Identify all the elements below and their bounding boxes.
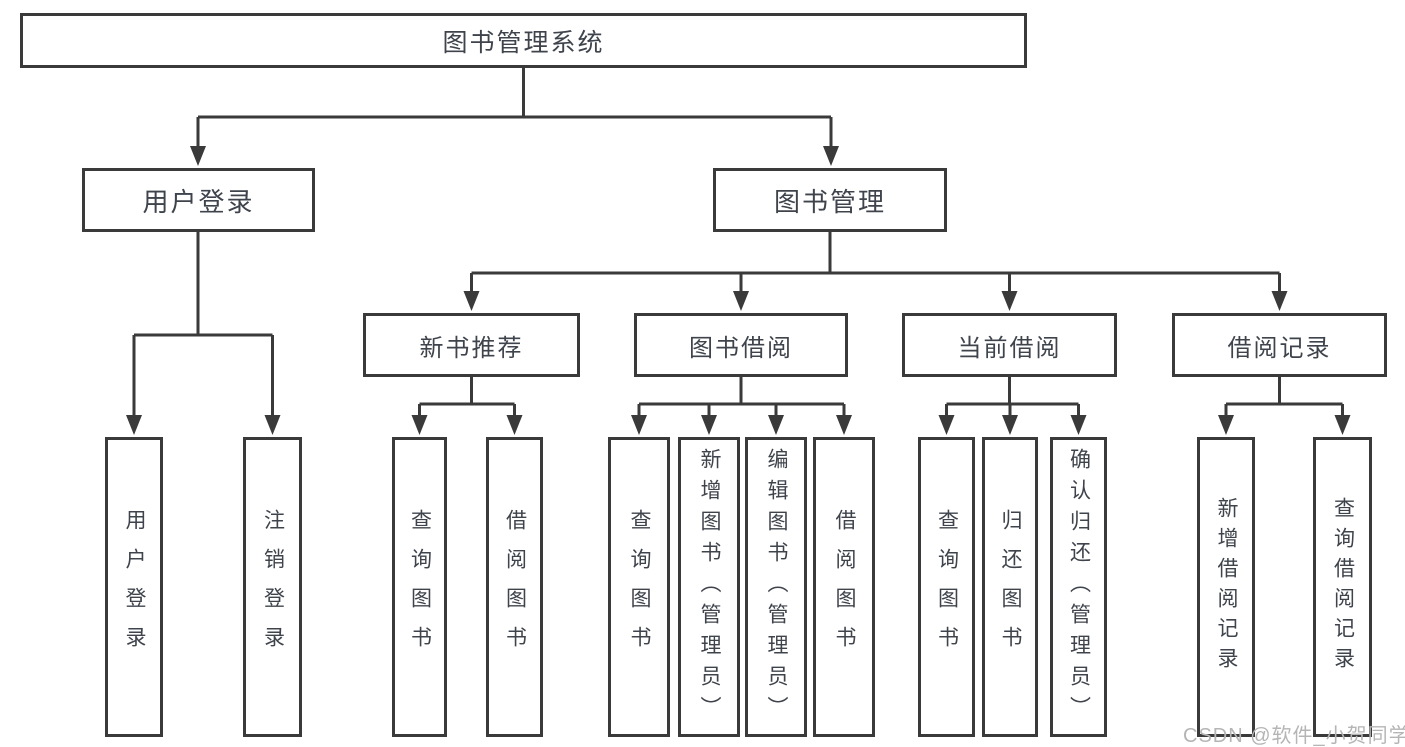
node-user-login-group: 用户登录 bbox=[82, 168, 315, 232]
node-query-borrow-record: 查询借阅记录 bbox=[1313, 437, 1372, 737]
node-add-books-admin: 新增图书（管理员） bbox=[678, 437, 740, 737]
node-query-books-recommend: 查询图书 bbox=[392, 437, 447, 737]
node-query-books-current: 查询图书 bbox=[918, 437, 975, 737]
node-edit-books-admin: 编辑图书（管理员） bbox=[745, 437, 807, 737]
node-borrow-books-recommend: 借阅图书 bbox=[486, 437, 543, 737]
node-add-borrow-record: 新增借阅记录 bbox=[1197, 437, 1255, 737]
node-current-borrowing: 当前借阅 bbox=[902, 313, 1117, 377]
node-borrow-books: 借阅图书 bbox=[813, 437, 875, 737]
node-new-book-recommendation: 新书推荐 bbox=[363, 313, 580, 377]
node-user-login: 用户登录 bbox=[105, 437, 163, 737]
node-library-management-system: 图书管理系统 bbox=[20, 13, 1027, 68]
node-query-books-borrow: 查询图书 bbox=[608, 437, 670, 737]
connector-lines bbox=[132, 68, 1344, 419]
watermark: CSDN @软件_小贺同学 bbox=[1183, 725, 1405, 747]
node-borrowing-records: 借阅记录 bbox=[1172, 313, 1387, 377]
node-confirm-return-admin: 确认归还（管理员） bbox=[1050, 437, 1107, 737]
node-book-borrowing: 图书借阅 bbox=[634, 313, 848, 377]
node-logout: 注销登录 bbox=[243, 437, 302, 737]
node-return-books: 归还图书 bbox=[982, 437, 1038, 737]
node-book-management: 图书管理 bbox=[713, 168, 947, 232]
